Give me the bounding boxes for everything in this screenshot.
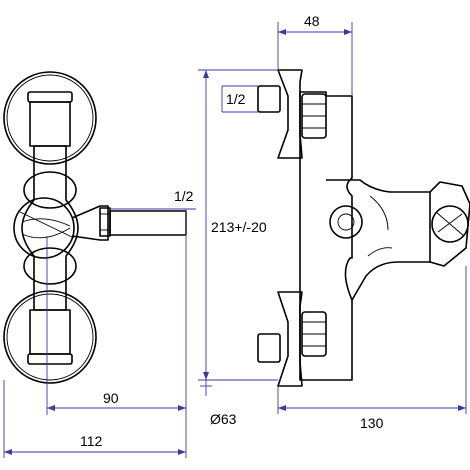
inlet-thread-label: 1/2 [226,91,246,107]
front-view [3,71,187,384]
rosette-diameter-label: Ø63 [210,411,237,427]
lever-thread-label: 1/2 [174,188,194,204]
side-view [257,69,470,387]
total-length-label: 112 [80,433,103,449]
front-dimensions: 1/2 90 112 [3,188,196,458]
side-dimensions: 48 1/2 213+/-20 Ø63 130 [198,13,467,431]
top-width-label: 48 [304,13,320,29]
top-rosette [3,71,97,165]
bottom-rosette [3,290,97,384]
mixer-body [13,145,79,311]
lever-handle [71,205,187,241]
lever-length-label: 90 [103,390,119,406]
side-depth-label: 130 [360,415,384,431]
height-label: 213+/-20 [211,219,267,235]
top-inlet [257,69,327,159]
side-mixer-body [326,179,470,301]
bottom-inlet [257,291,327,387]
